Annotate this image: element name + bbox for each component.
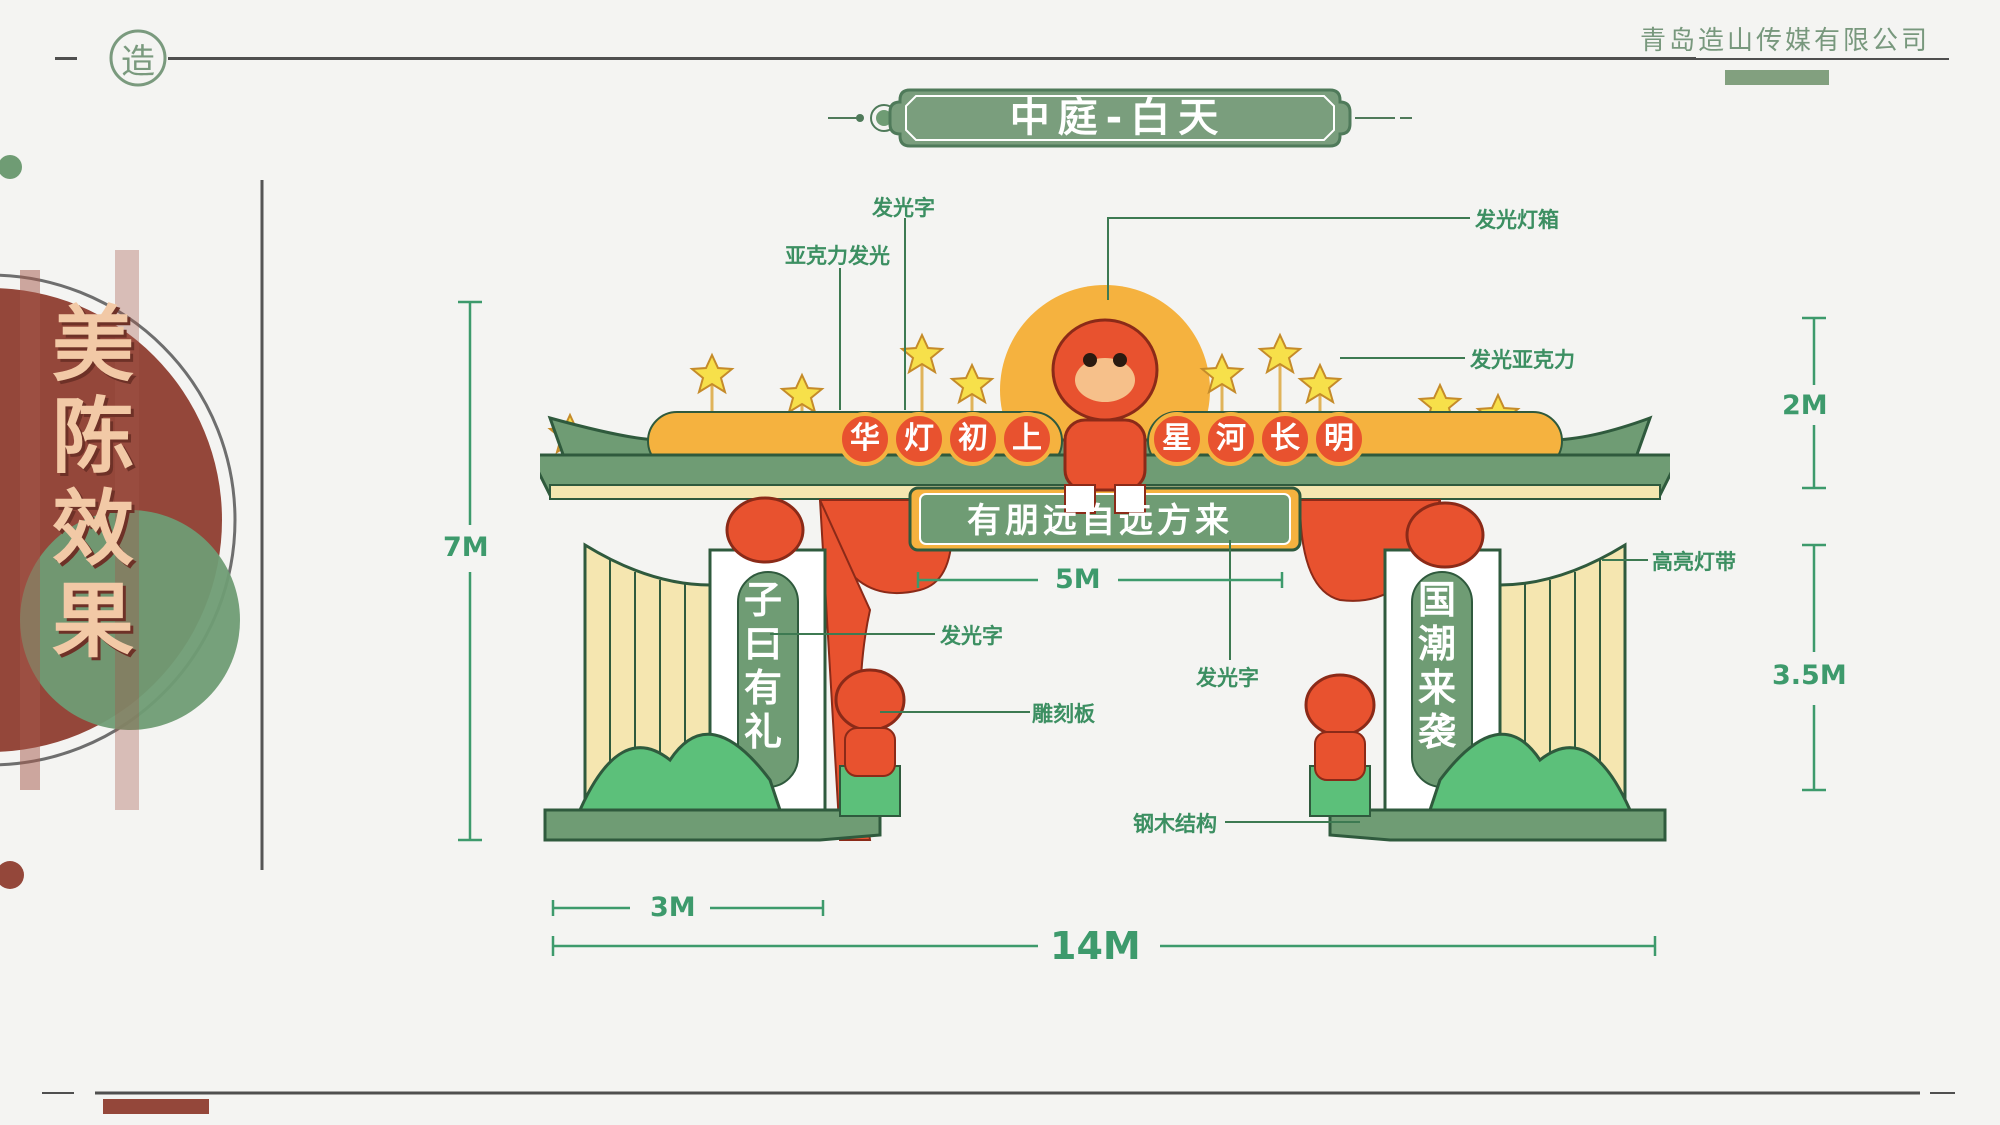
arch-char: 星 — [1150, 412, 1204, 466]
header-line — [168, 57, 1696, 60]
page-title: 中庭-白天 — [1009, 95, 1227, 141]
accent-bar-green — [1725, 70, 1829, 85]
arch-char: 初 — [946, 412, 1000, 466]
dim-top-height: 2M — [1782, 390, 1828, 421]
dim-height-total: 7M — [443, 532, 489, 563]
sidebar-medallion — [0, 155, 264, 889]
label-steel-wood: 钢木结构 — [1133, 812, 1217, 836]
arch-plaque: 有朋远自远方来 — [967, 501, 1233, 541]
dim-inner-width: 5M — [1055, 564, 1101, 595]
label-glow-text-top: 发光字 — [872, 196, 935, 220]
label-glow-text-center: 发光字 — [1196, 666, 1259, 690]
dim-width-total: 14M — [1050, 924, 1141, 968]
label-acrylic-glow: 亚克力发光 — [785, 244, 890, 268]
dim-base-width: 3M — [650, 892, 696, 923]
label-highlight-strip: 高亮灯带 — [1652, 550, 1736, 574]
arch-char: 长 — [1258, 412, 1312, 466]
dim-pillar-height: 3.5M — [1772, 660, 1847, 691]
right-pillar-text: 国潮来袭 — [1417, 578, 1456, 754]
header-line-left-dash — [55, 57, 77, 60]
arch-char: 上 — [1000, 412, 1054, 466]
label-glow-acrylic: 发光亚克力 — [1470, 348, 1575, 372]
accent-bar-red — [103, 1099, 209, 1114]
arch-illustration — [540, 285, 1670, 842]
logo-char: 造 — [121, 42, 155, 82]
label-carved-board: 雕刻板 — [1032, 702, 1095, 726]
arch-char: 河 — [1204, 412, 1258, 466]
left-pillar-text: 子曰有礼 — [743, 578, 782, 754]
arch-char: 明 — [1312, 412, 1366, 466]
label-glow-text-left: 发光字 — [940, 624, 1003, 648]
company-name: 青岛造山传媒有限公司 — [1640, 26, 1931, 56]
logo-icon — [109, 29, 167, 87]
arch-char: 华 — [838, 412, 892, 466]
header-line-right — [1696, 58, 1949, 60]
title-banner-frame — [828, 88, 1412, 148]
label-light-box: 发光灯箱 — [1475, 208, 1559, 232]
arch-char: 灯 — [892, 412, 946, 466]
sidebar-title: 美陈效果 — [52, 298, 135, 669]
